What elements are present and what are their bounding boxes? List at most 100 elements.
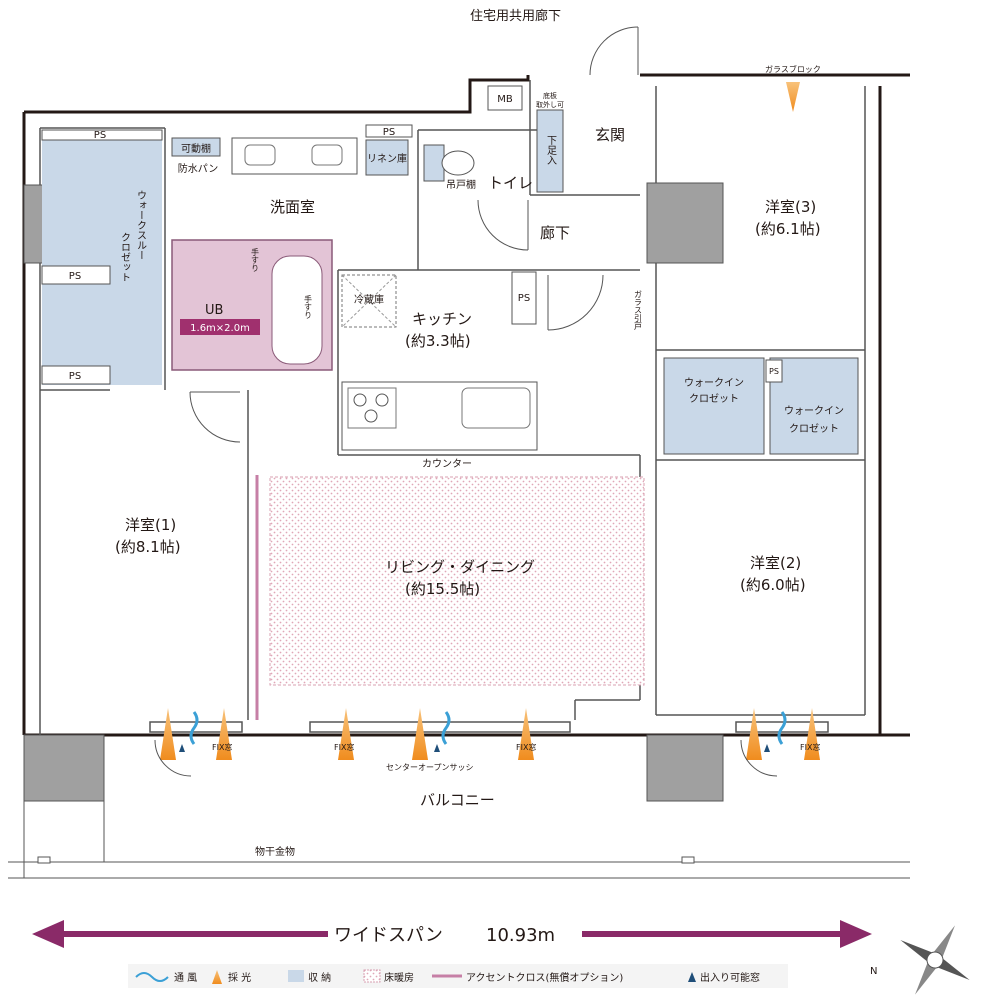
ps-top-mid-label: PS bbox=[383, 127, 395, 138]
walkin-closet-b bbox=[769, 357, 859, 455]
living-label: リビング・ダイニング bbox=[385, 558, 535, 576]
lighting-legend-icon bbox=[212, 970, 222, 984]
handrail-label-1: 手すり bbox=[251, 247, 260, 272]
floor-heating-area bbox=[269, 476, 645, 686]
legend-accent-cloth: アクセントクロス(無償オプション) bbox=[466, 971, 623, 984]
living-size-label: (約15.5帖) bbox=[405, 580, 480, 598]
legend-ventilation: 通 風 bbox=[174, 972, 197, 984]
cooktop bbox=[347, 387, 397, 429]
ps-kitchen-label: PS bbox=[518, 293, 530, 304]
fridge-label: 冷蔵庫 bbox=[354, 293, 384, 306]
removable-label: 取外し可 bbox=[536, 100, 564, 109]
walkthrough-closet bbox=[42, 140, 162, 385]
storage-legend-icon bbox=[288, 970, 304, 982]
ps-left-bottom-label: PS bbox=[69, 371, 81, 382]
movable-shelf bbox=[171, 137, 221, 157]
wic-a-label-2: クロゼット bbox=[689, 393, 739, 405]
access-window-legend-icon bbox=[688, 972, 696, 982]
compass-north-label: N bbox=[870, 966, 877, 977]
walkthrough-label-2: クロゼット bbox=[119, 232, 131, 282]
column-right-upper bbox=[646, 182, 724, 264]
corridor-label: 住宅用共用廊下 bbox=[470, 8, 561, 24]
room1-label: 洋室(1) bbox=[125, 516, 176, 534]
wic-a-label-1: ウォークイン bbox=[684, 377, 744, 389]
wind-marks bbox=[189, 711, 787, 745]
mb-label: MB bbox=[497, 94, 513, 105]
column-mid-lower bbox=[646, 734, 724, 802]
hanging-shelf-label: 吊戸棚 bbox=[446, 178, 476, 191]
clothes-hanger-label: 物干金物 bbox=[255, 845, 295, 858]
inner-walls bbox=[39, 80, 866, 735]
linen-label: リネン庫 bbox=[367, 152, 407, 165]
bathtub bbox=[271, 255, 323, 365]
kitchen-door bbox=[547, 274, 604, 331]
wide-span-label: ワイドスパン bbox=[334, 925, 443, 946]
wide-span-value: 10.93m bbox=[486, 925, 555, 946]
access-window-markers bbox=[179, 744, 770, 752]
fix2-label: FIX窓 bbox=[334, 742, 354, 752]
ps-box-top-mid bbox=[365, 124, 413, 138]
room3-size-label: (約6.1帖) bbox=[755, 220, 821, 238]
balcony-rail bbox=[8, 801, 910, 879]
ps-box-top-left bbox=[41, 129, 163, 141]
balcony-doors bbox=[154, 739, 778, 777]
balcony-label: バルコニー bbox=[420, 791, 495, 809]
legend-access-window: 出入り可能窓 bbox=[700, 971, 760, 984]
movable-shelf-label: 可動棚 bbox=[181, 142, 211, 155]
compass-icon bbox=[900, 925, 970, 995]
wide-span-arrow bbox=[32, 920, 872, 948]
column-left-lower bbox=[23, 734, 105, 802]
balcony-window-frame bbox=[149, 721, 829, 733]
glass-door-label: ガラス引戸 bbox=[634, 290, 643, 331]
handrail-label-2: 手すり bbox=[304, 294, 313, 319]
waterproof-pan-label: 防水パン bbox=[178, 162, 219, 175]
light-arrows bbox=[160, 708, 820, 760]
glass-block-label: ガラスブロック bbox=[765, 64, 821, 74]
ventilation-legend-icon bbox=[135, 972, 169, 982]
ps-box-left-mid bbox=[41, 265, 111, 285]
shoe-closet-label: 下足入 bbox=[545, 135, 557, 165]
ub-label: UB bbox=[205, 303, 223, 318]
glass-block-light bbox=[786, 82, 800, 112]
kitchen-size-label: (約3.3帖) bbox=[405, 332, 471, 350]
floor-heating-legend-icon bbox=[363, 969, 381, 983]
shoe-closet bbox=[536, 109, 564, 193]
ps-box-kitchen bbox=[511, 271, 537, 325]
counter-label: カウンター bbox=[422, 458, 472, 470]
fix3-label: FIX窓 bbox=[516, 742, 536, 752]
entrance-label: 玄関 bbox=[595, 126, 625, 144]
kitchen-label: キッチン bbox=[412, 310, 472, 328]
sink-1 bbox=[244, 144, 276, 166]
room1-size-label: (約8.1帖) bbox=[115, 538, 181, 556]
walkin-closet-a bbox=[663, 357, 765, 455]
kitchen-sink bbox=[461, 387, 531, 429]
ps-box-wic bbox=[765, 359, 783, 383]
room1-door bbox=[189, 391, 241, 443]
linen-closet bbox=[365, 139, 409, 176]
room3-label: 洋室(3) bbox=[765, 198, 816, 216]
center-sash-label: センターオープンサッシ bbox=[386, 763, 474, 772]
room2-label: 洋室(2) bbox=[750, 554, 801, 572]
fix1-label: FIX窓 bbox=[212, 742, 232, 752]
legend-storage: 収 納 bbox=[308, 971, 331, 984]
toilet-label: トイレ bbox=[488, 174, 533, 192]
ps-left-mid-label: PS bbox=[69, 271, 81, 282]
walkthrough-label-1: ウォークスルー bbox=[135, 190, 147, 260]
ub-size-badge bbox=[180, 319, 260, 335]
entrance-door bbox=[589, 26, 639, 76]
hallway-label: 廊下 bbox=[540, 224, 570, 242]
mb-box bbox=[487, 85, 523, 111]
ps-box-left-bottom bbox=[41, 365, 111, 385]
legend-lighting: 採 光 bbox=[228, 971, 251, 984]
wic-b-label-2: クロゼット bbox=[789, 423, 839, 435]
ps-top-left-label: PS bbox=[94, 130, 106, 141]
ps-wic-label: PS bbox=[769, 367, 779, 376]
toilet-bowl bbox=[441, 150, 475, 176]
toilet-door bbox=[477, 199, 529, 251]
ub-size-label: 1.6m×2.0m bbox=[190, 323, 250, 334]
fix4-label: FIX窓 bbox=[800, 742, 820, 752]
sink-2 bbox=[311, 144, 343, 166]
wic-b-label-1: ウォークイン bbox=[784, 405, 844, 417]
floorboard-label: 底板 bbox=[543, 91, 557, 100]
